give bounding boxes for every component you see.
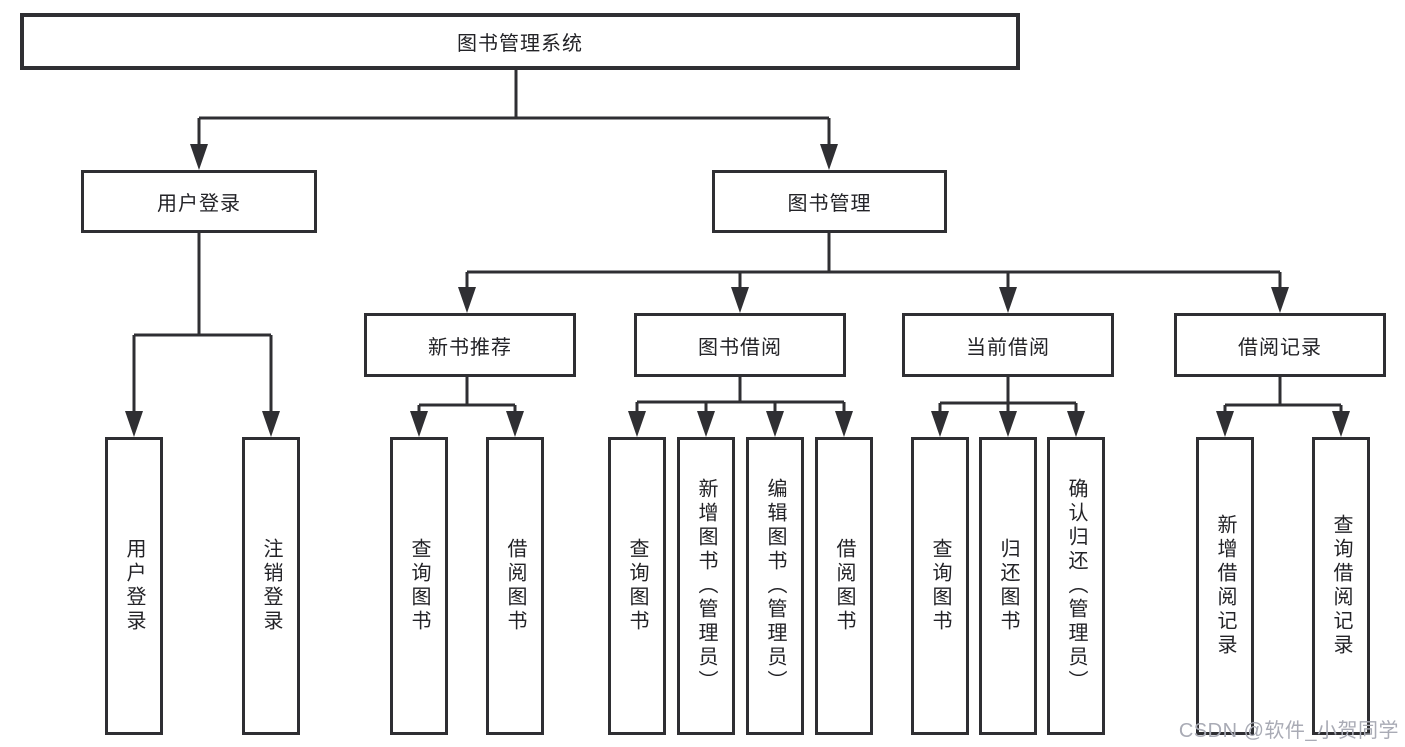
leaf-user-login: 用户登录 [105, 437, 163, 735]
leaf-return-books: 归还图书 [979, 437, 1037, 735]
arrow-down-icon [820, 144, 838, 170]
connector-lines [132, 70, 1343, 417]
node-book-borrowing: 图书借阅 [634, 313, 846, 377]
arrow-down-icon [931, 411, 949, 437]
node-library-management-system: 图书管理系统 [20, 13, 1020, 70]
arrow-down-icon [628, 411, 646, 437]
csdn-watermark: CSDN @软件_小贺同学 [1178, 720, 1399, 742]
arrow-down-icon [1067, 411, 1085, 437]
arrow-down-icon [410, 411, 428, 437]
leaf-borrow-books-recommend: 借阅图书 [486, 437, 544, 735]
leaf-query-books-borrowing: 查询图书 [608, 437, 666, 735]
arrow-down-icon [458, 287, 476, 313]
arrow-down-icon [1332, 411, 1350, 437]
arrow-down-icon [835, 411, 853, 437]
leaf-logout: 注销登录 [242, 437, 300, 735]
arrow-down-icon [999, 287, 1017, 313]
leaf-edit-books-admin: 编辑图书（管理员） [746, 437, 804, 735]
leaf-borrow-books: 借阅图书 [815, 437, 873, 735]
leaf-add-borrow-record: 新增借阅记录 [1196, 437, 1254, 735]
arrow-down-icon [697, 411, 715, 437]
node-new-book-recommend: 新书推荐 [364, 313, 576, 377]
arrow-down-icon [1271, 287, 1289, 313]
node-user-login: 用户登录 [81, 170, 317, 233]
node-book-management: 图书管理 [712, 170, 947, 233]
arrow-down-icon [262, 411, 280, 437]
arrow-down-icon [1216, 411, 1234, 437]
leaf-confirm-return-admin: 确认归还（管理员） [1047, 437, 1105, 735]
node-borrowing-records: 借阅记录 [1174, 313, 1386, 377]
leaf-add-books-admin: 新增图书（管理员） [677, 437, 735, 735]
node-current-borrowing: 当前借阅 [902, 313, 1114, 377]
arrow-down-icon [190, 144, 208, 170]
leaf-query-books-current: 查询图书 [911, 437, 969, 735]
arrow-down-icon [731, 287, 749, 313]
arrow-down-icon [999, 411, 1017, 437]
arrow-down-icon [506, 411, 524, 437]
leaf-query-books-recommend: 查询图书 [390, 437, 448, 735]
arrow-down-icon [125, 411, 143, 437]
arrowheads [125, 144, 1350, 437]
leaf-query-borrow-record: 查询借阅记录 [1312, 437, 1370, 735]
arrow-down-icon [766, 411, 784, 437]
